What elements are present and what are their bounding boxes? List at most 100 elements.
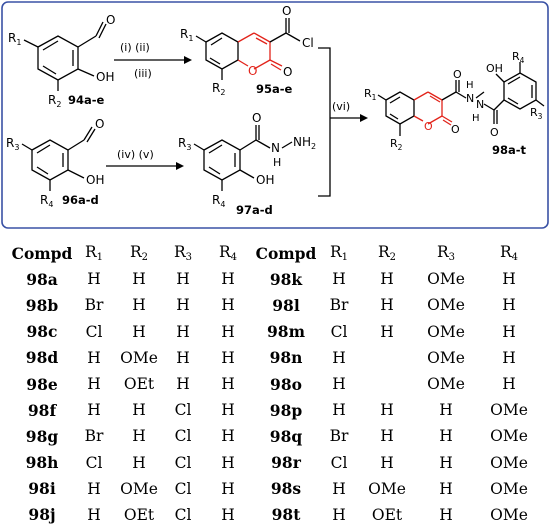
substituent-cell: H <box>380 401 394 420</box>
compound-id-cell: 98k <box>269 269 303 289</box>
structure-97-labels: R3 O N H NH2 OH R4 97a-d <box>178 111 316 217</box>
structure-98-labels: R1 O N H N H O OH R4 R3 O O R2 98a-t <box>364 50 543 157</box>
substituent-cell: H <box>502 270 516 289</box>
substituent-cell: H <box>221 296 235 315</box>
column-header-compd-right: Compd <box>255 243 317 263</box>
r3-label-97: R3 <box>178 136 191 152</box>
r2-label-94: R2 <box>48 93 61 109</box>
oh-label-96: OH <box>86 173 104 187</box>
substituent-cell: H <box>332 401 346 420</box>
r1-label-98: R1 <box>364 87 377 102</box>
substituent-cell: H <box>87 401 101 420</box>
substituent-cell: Cl <box>330 322 348 341</box>
compound-label-94: 94a-e <box>68 93 105 107</box>
substituent-cell: H <box>221 375 235 394</box>
substituent-cell: H <box>132 270 146 289</box>
substituent-cell: H <box>439 401 453 420</box>
oxygen-label-97: O <box>252 111 261 125</box>
substituent-cell: Cl <box>174 505 192 524</box>
substituent-cell: H <box>221 348 235 367</box>
substituent-cell <box>360 345 414 371</box>
substituent-cell: Cl <box>174 401 192 420</box>
substituent-cell: OMe <box>490 427 528 446</box>
structure-96 <box>21 126 96 191</box>
column-header-compd-left: Compd <box>11 243 73 263</box>
condition-i-ii: (i) (ii) <box>120 41 150 54</box>
compound-id-cell: 98a <box>26 269 58 289</box>
substituent-cell: H <box>332 375 346 394</box>
oxygen-label-96: O <box>95 117 104 131</box>
substituent-cell: H <box>132 453 146 472</box>
substituent-cell: H <box>221 427 235 446</box>
column-header-r4-right: R4 <box>499 243 519 264</box>
r2-label-95: R2 <box>212 81 225 97</box>
substituent-cell: H <box>132 322 146 341</box>
compound-id-cell: 98i <box>28 479 56 499</box>
column-header-r2-right: R2 <box>377 243 397 264</box>
r1-label-95: R1 <box>180 27 193 43</box>
substituent-cell: OMe <box>490 401 528 420</box>
substituent-cell: H <box>380 427 394 446</box>
compound-label-98: 98a-t <box>492 143 527 157</box>
substituent-cell: Br <box>329 296 349 315</box>
substituent-cell: H <box>221 505 235 524</box>
substituent-cell: H <box>132 427 146 446</box>
column-header-r3-right: R3 <box>436 243 456 264</box>
substituent-cell: H <box>87 375 101 394</box>
compound-id-cell: 98t <box>271 505 301 525</box>
oxygen-label-98b: O <box>490 126 499 139</box>
structure-95-labels: R1 O Cl O O R2 95a-e <box>180 4 314 97</box>
nitrogen-label-97: N <box>271 141 280 155</box>
substituent-cell: Br <box>84 427 104 446</box>
r3-label-96: R3 <box>6 136 19 152</box>
r4-label-96: R4 <box>40 193 53 209</box>
substituent-cell: H <box>221 453 235 472</box>
hydrogen-label-98a: H <box>466 80 474 91</box>
r4-label-98: R4 <box>512 50 525 65</box>
oxygen-label-94: O <box>106 13 115 27</box>
substituent-cell: H <box>221 479 235 498</box>
structure-96-labels: R3 O OH R4 96a-d <box>6 117 104 209</box>
substituent-cell: H <box>502 322 516 341</box>
substituent-cell: H <box>439 453 453 472</box>
nh2-label-97: NH2 <box>293 135 316 151</box>
compound-id-cell: 98r <box>271 453 301 473</box>
compound-id-cell: 98o <box>270 374 302 394</box>
substituent-cell: Cl <box>174 427 192 446</box>
compound-id-cell: 98e <box>26 374 58 394</box>
compound-label-95: 95a-e <box>256 82 293 96</box>
oh-label-98: OH <box>486 62 503 75</box>
column-header-r1-left: R1 <box>84 243 104 264</box>
substituent-cell: Cl <box>174 453 192 472</box>
substituent-cell: OEt <box>123 375 155 394</box>
compound-id-cell: 98h <box>25 453 59 473</box>
column-header-r4-left: R4 <box>218 243 238 264</box>
compound-id-cell: 98n <box>269 348 303 368</box>
substituent-cell: Cl <box>85 453 103 472</box>
structure-97 <box>193 125 293 191</box>
substituent-cell: H <box>176 348 190 367</box>
carbonyl-oxygen-label-98: O <box>451 123 460 136</box>
reaction-arrow-3: (vi) <box>332 100 368 122</box>
substituent-cell: H <box>380 270 394 289</box>
reaction-arrow-1: (i) (ii) (iii) <box>114 41 192 80</box>
substituent-cell: OMe <box>427 322 465 341</box>
substituent-cell: H <box>380 453 394 472</box>
substituent-cell: Br <box>329 427 349 446</box>
r2-label-98: R2 <box>390 137 403 152</box>
substituent-cell: OEt <box>123 505 155 524</box>
carbonyl-oxygen-label-95: O <box>283 65 292 79</box>
substituent-cell: H <box>332 348 346 367</box>
substituent-cell: H <box>332 479 346 498</box>
ring-oxygen-label-98: O <box>424 120 433 133</box>
substituent-cell: H <box>176 296 190 315</box>
compound-id-cell: 98g <box>25 426 59 446</box>
